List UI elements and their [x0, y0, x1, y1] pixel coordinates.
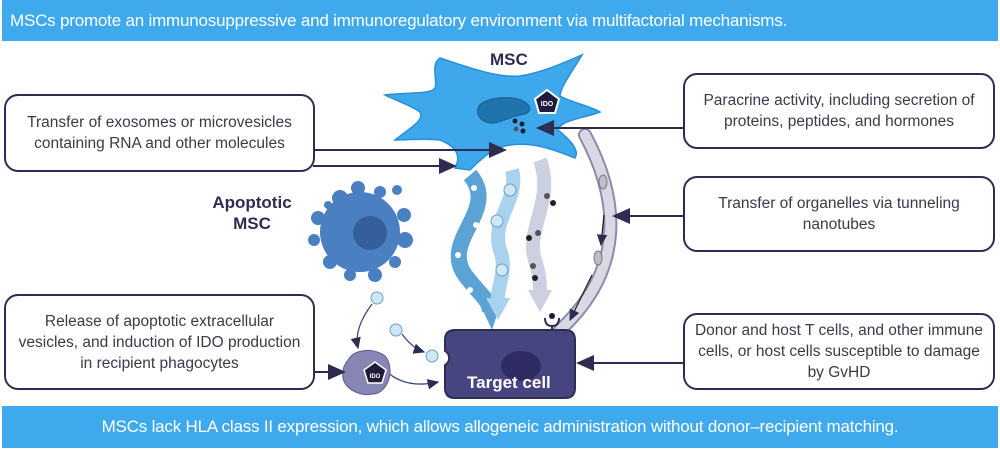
mitochondrion-icon [593, 250, 603, 266]
box-targets: Donor and host T cells, and other immune… [683, 313, 995, 390]
paracrine-arrow [526, 157, 556, 312]
header-text: MSCs promote an immunosuppressive and im… [10, 10, 788, 30]
header-banner: MSCs promote an immunosuppressive and im… [2, 0, 998, 41]
msc-cell: IDO [382, 53, 602, 171]
ido-icon [363, 361, 387, 384]
target-cell-label: Target cell [467, 373, 551, 392]
apoptotic-msc-cell [308, 181, 413, 282]
ido-icon [533, 88, 561, 114]
connector-lines [313, 120, 683, 380]
msc-label: MSC [490, 50, 528, 69]
ido-label: IDO [541, 101, 554, 108]
box-apoptotic-vesicles: Release of apoptotic extracellular vesic… [4, 294, 315, 390]
box-exosomes: Transfer of exosomes or microvesicles co… [4, 94, 315, 172]
apoptotic-vesicles [350, 291, 440, 390]
phagocyte-cell: IDO [342, 350, 391, 395]
target-cell [444, 313, 576, 399]
footer-banner: MSCs lack HLA class II expression, which… [2, 406, 998, 448]
box-paracrine: Paracrine activity, including secretion … [683, 73, 995, 149]
footer-text: MSCs lack HLA class II expression, which… [101, 417, 899, 436]
apoptotic-msc-label: Apoptotic MSC [212, 193, 292, 233]
mitochondrion-icon [598, 174, 608, 190]
box-organelles: Transfer of organelles via tunneling nan… [683, 176, 995, 252]
receptor-icon [544, 317, 560, 328]
svg-text:IDO: IDO [370, 374, 381, 380]
vesicle-arrow [486, 168, 521, 320]
tunneling-nanotube [553, 128, 618, 337]
